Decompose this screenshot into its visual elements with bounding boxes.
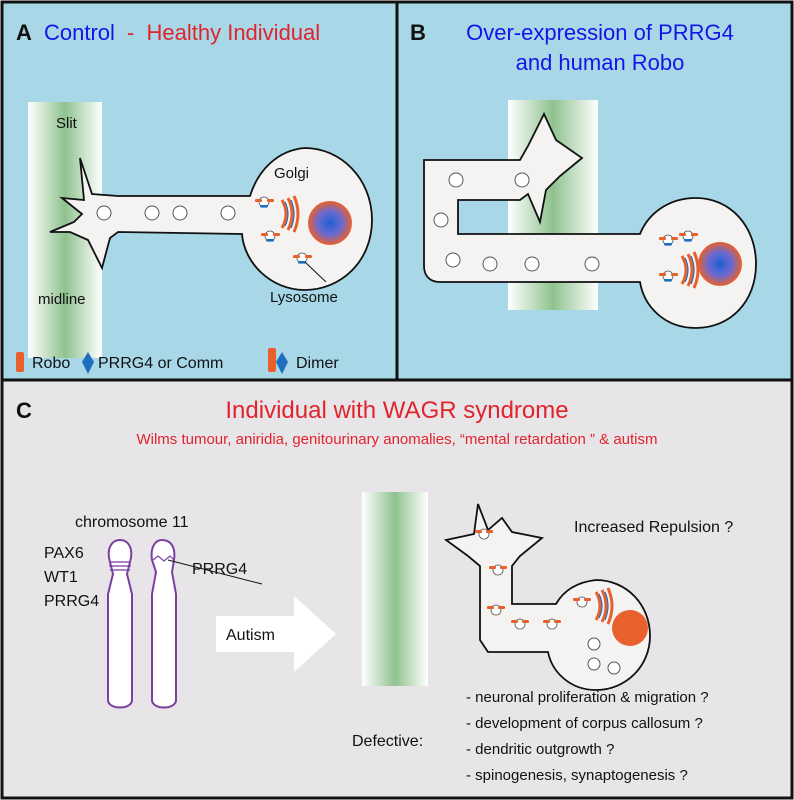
lysosome-pointer <box>304 261 327 283</box>
nucleus-icon <box>612 610 648 646</box>
vesicle <box>433 212 449 228</box>
vesicle <box>584 256 600 272</box>
increased-repulsion-label: Increased Repulsion ? <box>574 519 733 536</box>
panel-a-title-healthy: Healthy Individual <box>147 20 321 45</box>
vesicle <box>445 252 461 268</box>
neuron-a-outline <box>49 147 373 291</box>
legend-dimer-prrg4-icon <box>276 352 288 374</box>
midline-label: midline <box>38 291 86 308</box>
vesicle <box>607 661 621 675</box>
gene-pax6: PAX6 <box>44 545 84 562</box>
panel-c-subtitle: Wilms tumour, aniridia, genitourinary an… <box>136 431 657 448</box>
panel-a-letter: A <box>16 20 32 45</box>
vesicle <box>448 172 464 188</box>
vesicle <box>96 205 112 221</box>
gene-wt1: WT1 <box>44 569 78 586</box>
legend-robo-label: Robo <box>32 355 70 372</box>
panel-b-title-line1: Over-expression of PRRG4 <box>466 20 734 45</box>
deleted-gene-prrg4: PRRG4 <box>192 561 247 578</box>
slit-label: Slit <box>56 115 78 132</box>
panel-c-letter: C <box>16 398 32 423</box>
chromosome-label: chromosome 11 <box>75 514 189 531</box>
vesicle <box>220 205 236 221</box>
vesicle <box>524 256 540 272</box>
vesicle <box>172 205 188 221</box>
deleted-gene-strike <box>167 559 263 585</box>
gene-prrg4: PRRG4 <box>44 593 99 610</box>
vesicle <box>587 637 601 651</box>
panel-a-title-dash: - <box>127 20 134 45</box>
defective-label: Defective: <box>352 733 423 750</box>
panel-c: C Individual with WAGR syndrome Wilms tu… <box>0 378 794 800</box>
panel-b: B Over-expression of PRRG4 and human Rob… <box>395 0 794 382</box>
chromosome-11-normal <box>107 538 133 709</box>
nucleus-icon <box>308 201 352 245</box>
vesicle <box>514 172 530 188</box>
legend-prrg4-icon <box>82 352 94 374</box>
panel-a-title: Control - Healthy Individual <box>44 20 320 45</box>
legend-dimer-label: Dimer <box>296 355 339 372</box>
autism-arrow-icon <box>216 596 336 672</box>
defect-item: - dendritic outgrowth ? <box>466 741 614 758</box>
vesicle <box>587 657 601 671</box>
legend-robo-swatch <box>16 352 24 372</box>
panel-c-title: Individual with WAGR syndrome <box>225 397 568 424</box>
vesicle <box>482 256 498 272</box>
panel-a-title-control: Control <box>44 20 115 45</box>
lysosome-label: Lysosome <box>270 289 338 306</box>
panel-b-title-line2: and human Robo <box>516 50 685 75</box>
deletion-notch <box>152 555 175 562</box>
defect-item: - spinogenesis, synaptogenesis ? <box>466 767 688 784</box>
panel-a: A Control - Healthy Individual Slit midl… <box>0 0 399 382</box>
slit-midline-band-c <box>362 492 428 686</box>
nucleus-icon <box>698 242 742 286</box>
golgi-label: Golgi <box>274 165 309 182</box>
vesicle <box>144 205 160 221</box>
panel-b-letter: B <box>410 20 426 45</box>
legend-dimer-robo-icon <box>268 348 276 372</box>
chromosome-11-deleted <box>150 538 177 709</box>
defect-item: - development of corpus callosum ? <box>466 715 703 732</box>
legend-prrg4-label: PRRG4 or Comm <box>98 355 223 372</box>
arrow-label: Autism <box>226 627 275 644</box>
defect-item: - neuronal proliferation & migration ? <box>466 689 709 706</box>
